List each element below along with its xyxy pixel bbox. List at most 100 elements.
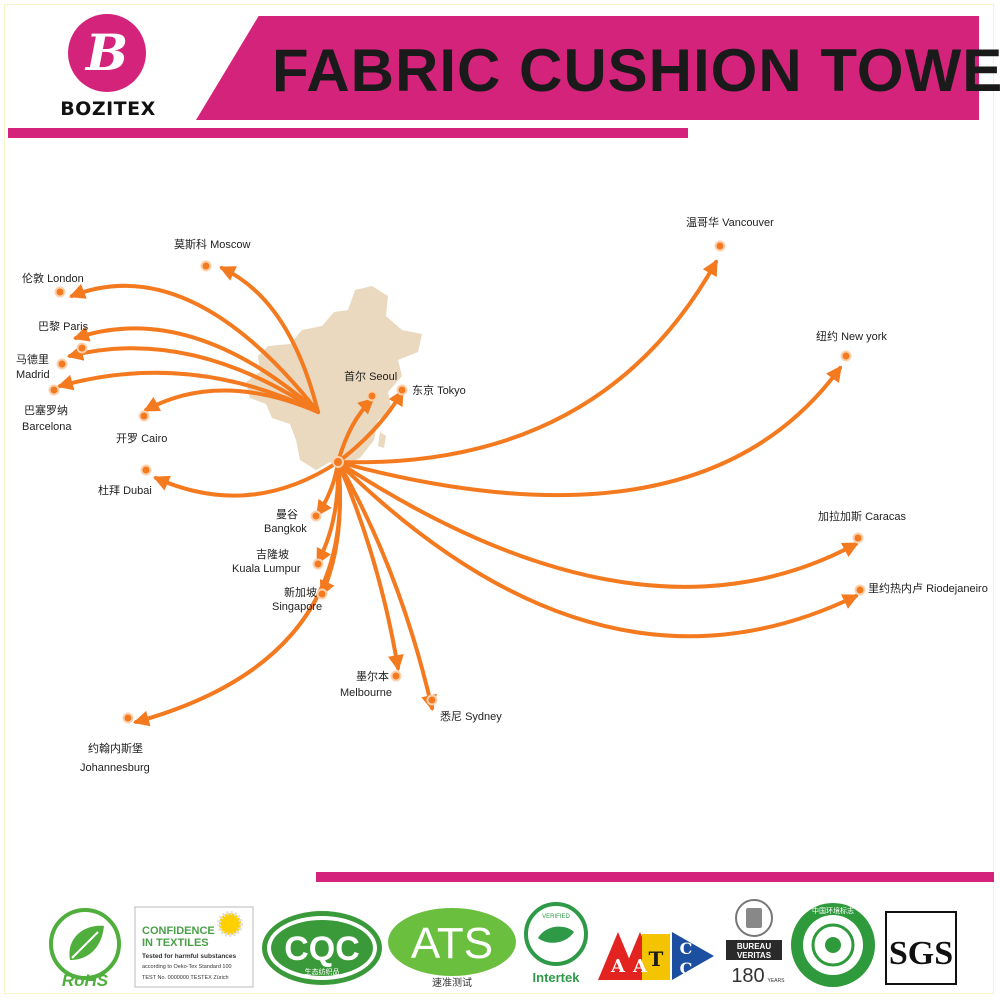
city-label-bangkok-zh: 曼谷 — [276, 508, 298, 521]
city-markers — [48, 240, 866, 724]
taiwan-island — [378, 432, 386, 448]
brand-logo: B — [68, 14, 146, 92]
route-arrow-barcelona — [56, 370, 320, 414]
china-env-label: 中国环境标志 — [812, 906, 854, 915]
city-marker-london — [54, 286, 66, 298]
oeko-subtitle: Tested for harmful substances — [142, 953, 237, 960]
aatcc-letter-3: T — [649, 947, 664, 971]
oeko-standard: according to Oeko-Tex Standard 100 — [142, 964, 232, 970]
city-label-madrid-zh: 马德里 — [16, 352, 49, 366]
city-marker-moscow — [200, 260, 212, 272]
route-arrow-dubai — [153, 460, 340, 498]
city-marker-caracas — [852, 532, 864, 544]
bv-name-2: VERITAS — [737, 951, 772, 960]
page-frame — [4, 4, 994, 994]
aatcc-badge: A A T C C — [598, 932, 714, 980]
shield-icon — [746, 908, 762, 928]
city-marker-dubai — [140, 464, 152, 476]
route-arrow-cairo — [143, 388, 320, 414]
city-label-dubai: 杜拜 Dubai — [98, 483, 152, 497]
city-label-barcelona-zh: 巴塞罗纳 — [24, 403, 68, 417]
route-arrow-paris — [72, 326, 320, 414]
city-label-sydney: 悉尼 Sydney — [440, 710, 502, 723]
city-label-vancouver: 温哥华 Vancouver — [686, 215, 774, 229]
city-label-johannesburg-en: Johannesburg — [80, 762, 150, 774]
city-label-singapore-en: Singapore — [272, 601, 322, 613]
city-marker-riodejaneiro — [854, 584, 866, 596]
header-divider — [8, 128, 688, 138]
city-label-kl-en: Kuala Lumpur — [232, 563, 301, 575]
city-label-bangkok-en: Bangkok — [264, 523, 307, 535]
city-marker-kuala-lumpur — [312, 558, 324, 570]
aatcc-letter-2: A — [632, 956, 648, 977]
route-arrows — [56, 259, 859, 727]
city-marker-new-york — [840, 350, 852, 362]
city-label-seoul: 首尔 Seoul — [344, 369, 397, 383]
city-label-melbourne-zh: 墨尔本 — [356, 669, 389, 683]
city-label-london: 伦敦 London — [22, 271, 84, 285]
city-marker-seoul — [366, 390, 378, 402]
intertek-top-label: VERIFIED — [542, 914, 570, 920]
check-leaf-icon — [538, 926, 574, 943]
banner-title: FABRIC CUSHION TOWEL — [272, 37, 1000, 104]
city-marker-melbourne — [390, 670, 402, 682]
sgs-badge: SGS — [885, 911, 957, 985]
footer-divider — [316, 872, 994, 882]
city-label-kl-zh: 吉隆坡 — [256, 547, 289, 561]
cqc-badge: CQC 生态纺织品 — [262, 911, 382, 985]
aatcc-letter-1: A — [610, 956, 626, 977]
city-marker-sydney — [426, 694, 438, 706]
origin-marker — [332, 456, 344, 468]
title-banner — [196, 16, 979, 120]
cqc-sublabel: 生态纺织品 — [305, 967, 340, 976]
city-label-madrid-en: Madrid — [16, 369, 50, 381]
sun-emblem-icon — [811, 923, 855, 967]
aatcc-letter-4: C — [680, 939, 693, 958]
city-marker-barcelona — [48, 384, 60, 396]
route-arrow-johannesburg — [132, 460, 342, 727]
ats-badge: ATS 速准测试 — [388, 908, 516, 988]
city-marker-madrid — [56, 358, 68, 370]
oeko-tex-badge: CONFIDENCE IN TEXTILES Tested for harmfu… — [134, 906, 254, 988]
rohs-label: RoHS — [62, 971, 109, 990]
route-arrow-vancouver — [336, 259, 718, 465]
oeko-test-no: TEST No. 0000000 TESTEX Zürich — [142, 975, 229, 981]
route-arrow-new-york — [336, 365, 842, 498]
city-label-johannesburg-zh: 约翰内斯堡 — [88, 741, 143, 755]
city-label-tokyo: 东京 Tokyo — [412, 383, 466, 397]
bv-years: 180 — [731, 965, 764, 987]
ats-sublabel: 速准测试 — [432, 976, 472, 988]
route-arrow-caracas — [336, 460, 859, 589]
city-label-paris: 巴黎 Paris — [38, 319, 89, 333]
bv-name-1: BUREAU — [737, 942, 771, 951]
oeko-title-1: CONFIDENCE — [142, 925, 215, 937]
city-labels: 莫斯科 Moscow 伦敦 London 巴黎 Paris 马德里 Madrid… — [16, 215, 988, 774]
brand-name: BOZITEX — [60, 98, 156, 120]
china-environmental-label-badge: 中国环境标志 — [791, 903, 875, 987]
brand-logo-letter: B — [85, 23, 129, 82]
aatcc-letter-5: C — [680, 959, 693, 978]
bureau-veritas-badge: BUREAU VERITAS 180 YEARS — [726, 899, 785, 987]
route-arrow-london — [69, 283, 320, 414]
route-arrow-seoul — [336, 397, 375, 464]
route-arrow-melbourne — [336, 460, 404, 672]
city-marker-singapore — [316, 588, 328, 600]
city-label-cairo: 开罗 Cairo — [116, 432, 167, 445]
city-marker-paris — [76, 342, 88, 354]
sgs-label: SGS — [889, 935, 953, 972]
city-label-rio: 里约热内卢 Riodejaneiro — [868, 581, 988, 595]
route-arrow-tokyo — [336, 389, 404, 464]
ats-label: ATS — [411, 919, 493, 968]
oeko-title-2: IN TEXTILES — [142, 937, 209, 949]
city-marker-bangkok — [310, 510, 322, 522]
route-arrow-moscow — [219, 266, 320, 414]
city-label-singapore-zh: 新加坡 — [284, 585, 317, 599]
city-label-barcelona-en: Barcelona — [22, 421, 72, 433]
china-silhouette — [246, 286, 422, 470]
intertek-badge: VERIFIED Intertek — [524, 902, 588, 985]
city-label-moscow: 莫斯科 Moscow — [174, 237, 250, 251]
cqc-label: CQC — [284, 930, 360, 968]
city-label-newyork: 纽约 New york — [816, 329, 887, 343]
city-marker-vancouver — [714, 240, 726, 252]
